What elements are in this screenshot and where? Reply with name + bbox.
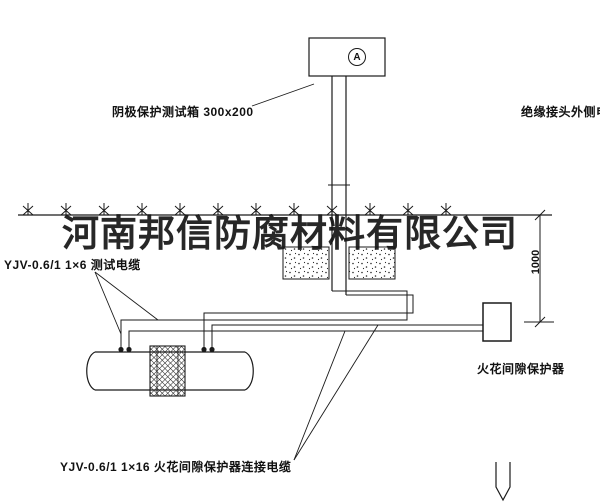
concrete-block-left (282, 246, 330, 280)
pipe-break-symbol (495, 462, 511, 502)
leader-lines (94, 83, 379, 461)
spark-gap-cables (128, 324, 483, 349)
spark-gap-protector (482, 302, 512, 342)
riser-post (328, 76, 350, 295)
spark-gap-protector-label: 火花间隙保护器 (477, 362, 565, 376)
pipe-end-cap-left (86, 351, 96, 391)
dimension-line (524, 209, 554, 328)
test-box-label: 阴极保护测试箱 300x200 (112, 105, 254, 119)
outer-cable-label: 绝缘接头外侧电缆 (521, 105, 600, 119)
ammeter-symbol: A (348, 48, 366, 66)
test-cable-leader-2 (94, 271, 159, 321)
spark-cable-leader-2 (293, 324, 379, 461)
watermark-text: 河南邦信防腐材料有限公司 (62, 213, 518, 254)
test-cable-label: YJV-0.6/1 1×6 测试电缆 (4, 258, 141, 272)
insulating-joint (149, 345, 186, 397)
test-box (308, 37, 386, 77)
spark-gap-cable-label: YJV-0.6/1 1×16 火花间隙保护器连接电缆 (60, 460, 292, 474)
dimension-value-label: 1000 (530, 249, 542, 275)
concrete-block-right (348, 246, 396, 280)
cable-connection-points (118, 346, 215, 353)
spark-cable-leader-1 (293, 330, 346, 461)
test-box-leader (251, 83, 315, 107)
pipe-end-cap-right (244, 351, 254, 391)
test-cable-leader-1 (94, 271, 122, 335)
concrete-foundations (282, 246, 396, 280)
test-cables (120, 290, 414, 349)
